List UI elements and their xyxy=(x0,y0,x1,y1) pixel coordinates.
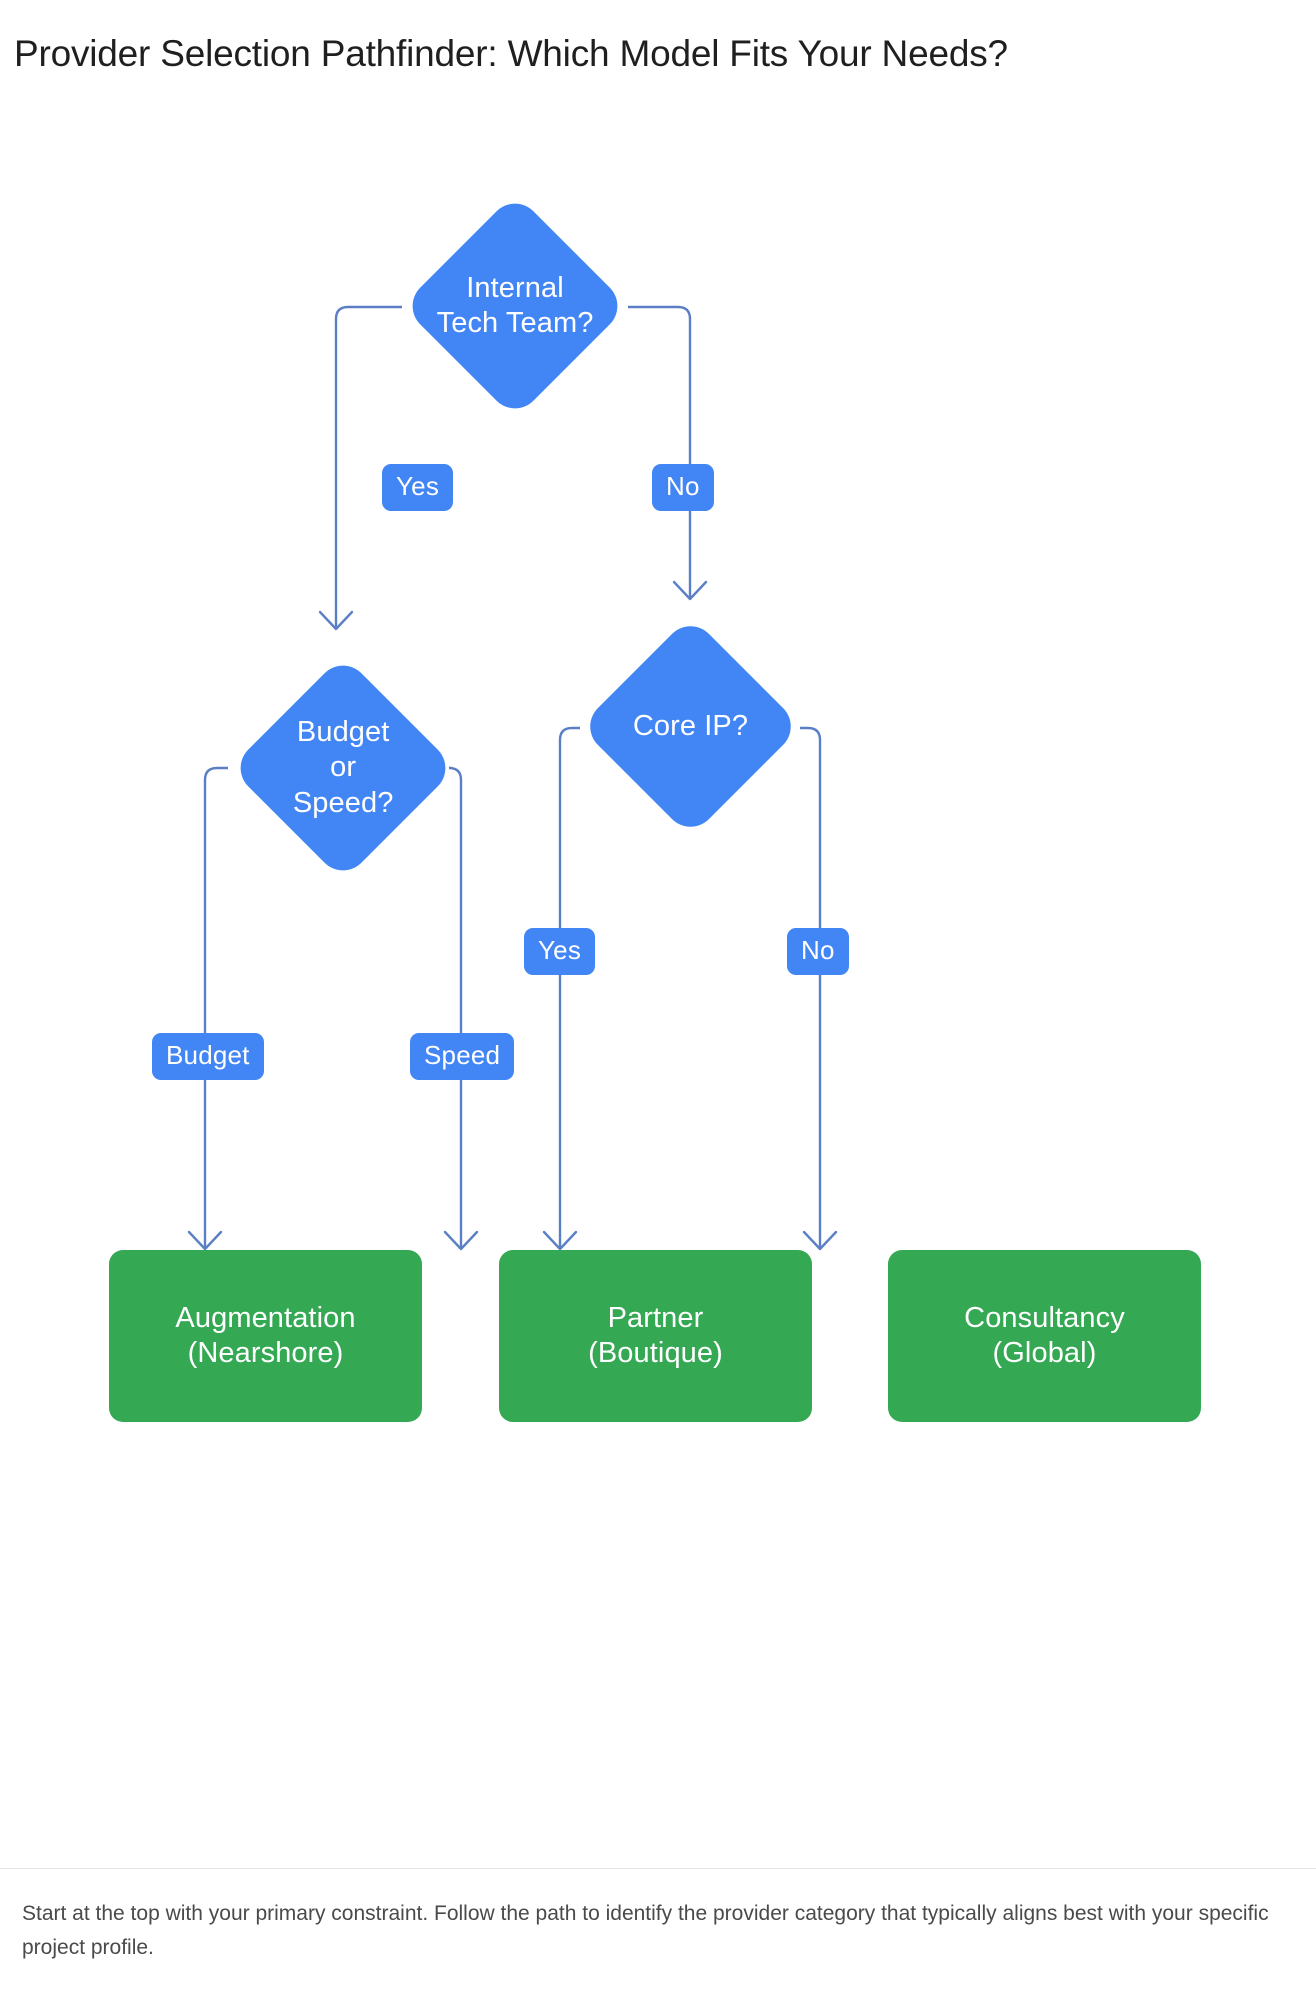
edge-coreip-yes xyxy=(558,726,580,1248)
edge-speed xyxy=(448,766,463,1248)
terminal-node-augmentation-nearshore[interactable]: Augmentation (Nearshore) xyxy=(109,1250,422,1422)
edge-label-coreip-no[interactable]: No xyxy=(787,928,849,975)
footer: Start at the top with your primary const… xyxy=(0,1868,1316,1999)
arrowhead-budget xyxy=(187,1230,223,1251)
arrowhead-coreip-no xyxy=(802,1230,838,1251)
edge-label-coreip-yes[interactable]: Yes xyxy=(524,928,596,975)
edge-label-budget[interactable]: Budget xyxy=(152,1033,264,1080)
terminal-node-consultancy-global-label: Consultancy (Global) xyxy=(964,1301,1125,1369)
arrowhead-speed xyxy=(443,1230,479,1251)
edge-internal-yes xyxy=(334,305,402,628)
flowchart-edges: .edge { fill:none; stroke:#5b7fc4; strok… xyxy=(187,305,838,1251)
decision-node-core-ip-label: Core IP? xyxy=(632,709,749,742)
title-bar: Provider Selection Pathfinder: Which Mod… xyxy=(0,0,1316,108)
flowchart-canvas: .edge { fill:none; stroke:#5b7fc4; strok… xyxy=(0,108,1316,1868)
edge-label-internal-no[interactable]: No xyxy=(652,464,714,511)
edge-budget xyxy=(203,766,228,1248)
decision-node-internal-tech-team-label: Internal Tech Team? xyxy=(436,271,594,339)
terminal-node-augmentation-nearshore-label: Augmentation (Nearshore) xyxy=(175,1301,356,1369)
diagram-caption: Start at the top with your primary const… xyxy=(22,1902,1269,1960)
arrowhead-coreip-yes xyxy=(542,1230,578,1251)
terminal-node-consultancy-global[interactable]: Consultancy (Global) xyxy=(888,1250,1201,1422)
edge-label-speed[interactable]: Speed xyxy=(410,1033,515,1080)
decision-node-budget-or-speed-label: Budget or Speed? xyxy=(292,715,394,819)
edge-label-internal-yes[interactable]: Yes xyxy=(382,464,454,511)
edge-coreip-no xyxy=(800,726,822,1248)
terminal-node-partner-boutique[interactable]: Partner (Boutique) xyxy=(499,1250,812,1422)
edge-internal-no xyxy=(628,305,692,598)
arrowhead-internal-yes xyxy=(318,610,354,631)
page-title: Provider Selection Pathfinder: Which Mod… xyxy=(14,33,1008,74)
arrowhead-internal-no xyxy=(672,580,708,601)
terminal-node-partner-boutique-label: Partner (Boutique) xyxy=(588,1301,723,1369)
